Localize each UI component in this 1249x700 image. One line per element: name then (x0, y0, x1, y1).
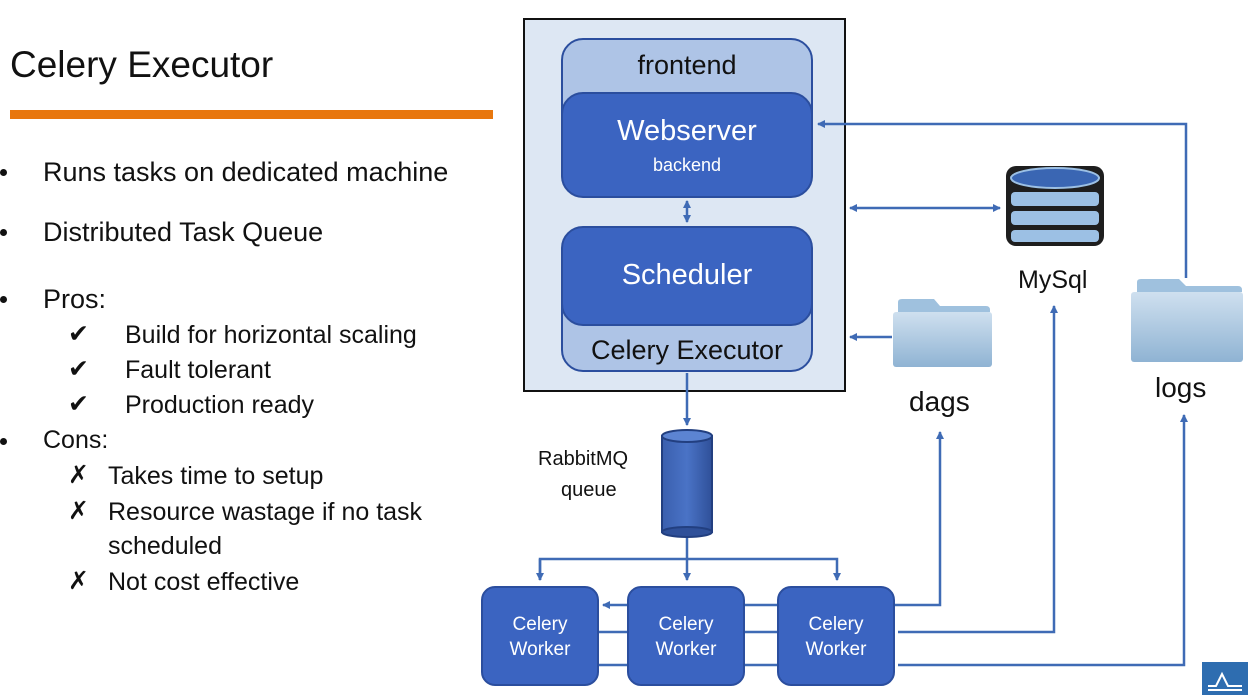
logs-folder-icon (1131, 279, 1243, 362)
backend-label: backend (652, 155, 722, 175)
worker-label-line1: Celery (658, 614, 714, 635)
con-item: ✗ Takes time to setup (68, 460, 468, 490)
bullet-text: Pros: (43, 284, 107, 314)
dags-folder-icon (893, 299, 992, 367)
con-text: Not cost effective (108, 568, 300, 596)
cross-icon: ✗ (68, 567, 89, 595)
con-text: Takes time to setup (108, 462, 324, 490)
con-item: ✗ Resource wastage if no task (68, 496, 468, 526)
frontend-label: frontend (637, 50, 737, 80)
con-text-continued: scheduled (108, 532, 222, 560)
pro-text: Fault tolerant (125, 356, 271, 384)
webserver-label: Webserver (617, 115, 757, 147)
bullet-dot (0, 229, 7, 236)
pro-item: ✔ Fault tolerant (68, 354, 468, 384)
celery-worker-box: Celery Worker (627, 586, 745, 686)
scheduler-box (561, 226, 813, 326)
bullet-dot (0, 169, 7, 176)
dags-label: dags (909, 386, 970, 417)
queue-cylinder-icon (661, 429, 713, 538)
celery-worker-box: Celery Worker (481, 586, 599, 686)
check-icon: ✔ (68, 390, 89, 418)
mysql-label: MySql (1018, 266, 1088, 294)
cross-icon: ✗ (68, 461, 89, 489)
database-icon (1006, 166, 1104, 246)
scheduler-label: Scheduler (621, 259, 753, 291)
bullet-dot (0, 296, 7, 303)
con-item: ✗ Not cost effective (68, 566, 468, 596)
celery-worker-box: Celery Worker (777, 586, 895, 686)
bullet-dot (0, 438, 7, 445)
worker-label-line2: Worker (509, 639, 571, 660)
con-text: Resource wastage if no task (108, 498, 423, 526)
worker-label-line1: Celery (512, 614, 568, 635)
worker-label-line2: Worker (805, 639, 867, 660)
pro-item: ✔ Production ready (68, 389, 468, 419)
cross-icon: ✗ (68, 497, 89, 525)
check-icon: ✔ (68, 355, 89, 383)
pro-text: Production ready (125, 391, 315, 419)
rabbitmq-label: RabbitMQ (538, 448, 629, 470)
title-underline (10, 110, 493, 119)
queue-label: queue (561, 479, 617, 501)
slide-title: Celery Executor (10, 44, 274, 85)
bullet-text: Cons: (43, 426, 109, 454)
logs-label: logs (1155, 372, 1207, 403)
bullet-text: Distributed Task Queue (43, 217, 324, 247)
channel-logo-icon (1202, 662, 1248, 695)
worker-label-line2: Worker (655, 639, 717, 660)
bullet-text: Runs tasks on dedicated machine (43, 157, 449, 187)
webserver-box (561, 92, 813, 198)
pro-item: ✔ Build for horizontal scaling (68, 319, 468, 349)
celery-executor-label: Celery Executor (590, 335, 784, 365)
pro-text: Build for horizontal scaling (125, 321, 417, 349)
worker-label-line1: Celery (808, 614, 864, 635)
check-icon: ✔ (68, 320, 89, 348)
